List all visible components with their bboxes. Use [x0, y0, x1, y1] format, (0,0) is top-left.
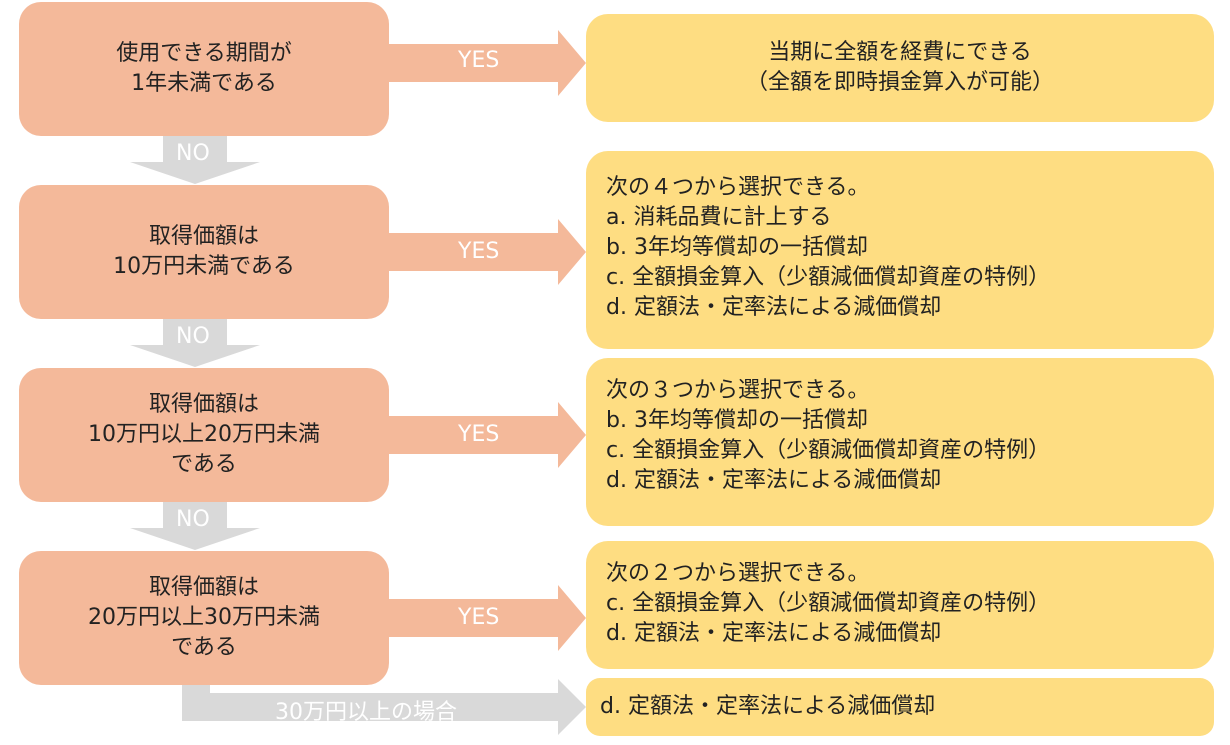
result-3-option-d: d. 定額法・定率法による減価償却 [606, 468, 942, 493]
condition-2-line-2: 10万円未満である [113, 254, 295, 279]
result-2-option-d: d. 定額法・定率法による減価償却 [606, 295, 942, 320]
yes-label-1: YES [458, 48, 500, 73]
final-arrow-label: 30万円以上の場合 [275, 700, 457, 725]
no-label-1: NO [176, 141, 210, 166]
condition-box-2: 取得価額は 10万円未満である [19, 185, 389, 319]
result-2-option-c: c. 全額損金算入（少額減価償却資産の特例） [606, 265, 1051, 290]
result-box-5: d. 定額法・定率法による減価償却 [586, 678, 1214, 736]
no-arrow-1 [130, 136, 260, 184]
yes-label-4: YES [458, 605, 500, 630]
result-1-line-2: （全額を即時損金算入が可能） [745, 70, 1054, 95]
condition-3-line-3: である [171, 452, 237, 477]
no-arrow-2 [130, 319, 260, 367]
condition-4-line-1: 取得価額は [148, 575, 259, 600]
result-box-1: 当期に全額を経費にできる （全額を即時損金算入が可能） [586, 14, 1214, 122]
no-label-3: NO [176, 507, 210, 532]
yes-arrow-2 [388, 219, 586, 285]
condition-4-line-2: 20万円以上30万円未満 [88, 605, 320, 630]
no-label-2: NO [176, 324, 210, 349]
result-4-option-c: c. 全額損金算入（少額減価償却資産の特例） [606, 591, 1051, 616]
result-2-heading: 次の４つから選択できる。 [606, 175, 870, 200]
yes-arrow-3 [388, 402, 586, 468]
result-4-option-d: d. 定額法・定率法による減価償却 [606, 621, 942, 646]
yes-arrow-1 [388, 30, 586, 96]
result-3-option-b: b. 3年均等償却の一括償却 [606, 408, 868, 433]
result-box-4: 次の２つから選択できる。 c. 全額損金算入（少額減価償却資産の特例） d. 定… [586, 541, 1214, 669]
condition-box-1: 使用できる期間が 1年未満である [19, 2, 389, 136]
result-2-option-a: a. 消耗品費に計上する [606, 205, 832, 230]
result-1-line-1: 当期に全額を経費にできる [768, 40, 1032, 65]
condition-4-line-3: である [171, 635, 237, 660]
condition-3-line-1: 取得価額は [148, 392, 259, 417]
condition-box-4: 取得価額は 20万円以上30万円未満 である [19, 551, 389, 685]
result-box-3: 次の３つから選択できる。 b. 3年均等償却の一括償却 c. 全額損金算入（少額… [586, 358, 1214, 526]
condition-1-line-1: 使用できる期間が [116, 41, 292, 66]
condition-1-line-2: 1年未満である [131, 71, 277, 96]
final-arrow [182, 679, 586, 735]
result-2-option-b: b. 3年均等償却の一括償却 [606, 235, 868, 260]
result-5-option-d: d. 定額法・定率法による減価償却 [600, 694, 936, 719]
condition-2-line-1: 取得価額は [148, 224, 259, 249]
yes-label-2: YES [458, 239, 500, 264]
result-3-heading: 次の３つから選択できる。 [606, 378, 870, 403]
no-arrow-3 [130, 502, 260, 550]
yes-arrow-4 [388, 585, 586, 651]
result-box-2: 次の４つから選択できる。 a. 消耗品費に計上する b. 3年均等償却の一括償却… [586, 151, 1214, 349]
result-3-option-c: c. 全額損金算入（少額減価償却資産の特例） [606, 438, 1051, 463]
condition-box-3: 取得価額は 10万円以上20万円未満 である [19, 368, 389, 502]
result-4-heading: 次の２つから選択できる。 [606, 561, 870, 586]
condition-3-line-2: 10万円以上20万円未満 [88, 422, 320, 447]
yes-label-3: YES [458, 422, 500, 447]
